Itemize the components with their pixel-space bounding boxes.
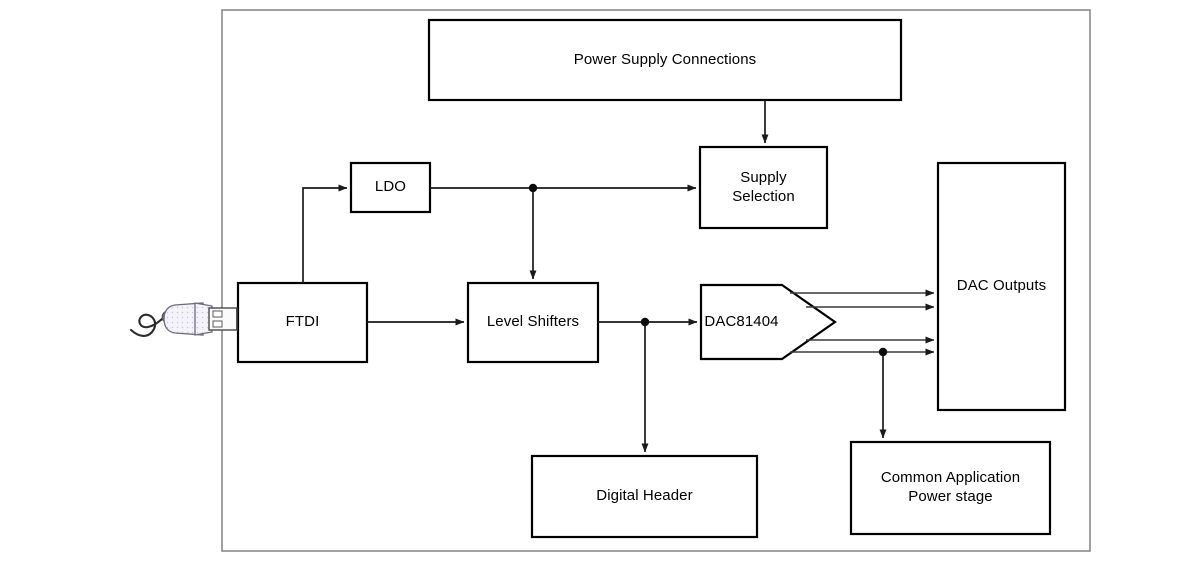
block-dac-outputs[interactable]	[936, 161, 1067, 412]
block-digital-header[interactable]	[530, 454, 759, 539]
usb-cable-connector	[129, 302, 238, 337]
usb-plug-contact-bottom-icon	[212, 320, 223, 328]
junction-dot-level-shifters-out	[640, 317, 650, 327]
junction-dot-dac-channel4	[878, 347, 888, 357]
usb-connector-neck-icon	[194, 302, 213, 336]
junction-dot-ldo-rail	[528, 183, 538, 193]
connector-ftdi-to-ldo	[302, 184, 348, 283]
block-ftdi[interactable]	[236, 281, 369, 364]
block-level-shifters[interactable]	[466, 281, 600, 364]
block-common-application-power-stage[interactable]	[849, 440, 1052, 536]
block-power-supply-connections[interactable]	[427, 18, 903, 102]
usb-connector-body-icon	[163, 302, 204, 336]
usb-cable-icon	[129, 313, 167, 337]
block-ldo[interactable]	[349, 161, 432, 214]
usb-plug-contact-top-icon	[212, 310, 223, 318]
block-supply-selection[interactable]	[698, 145, 829, 230]
